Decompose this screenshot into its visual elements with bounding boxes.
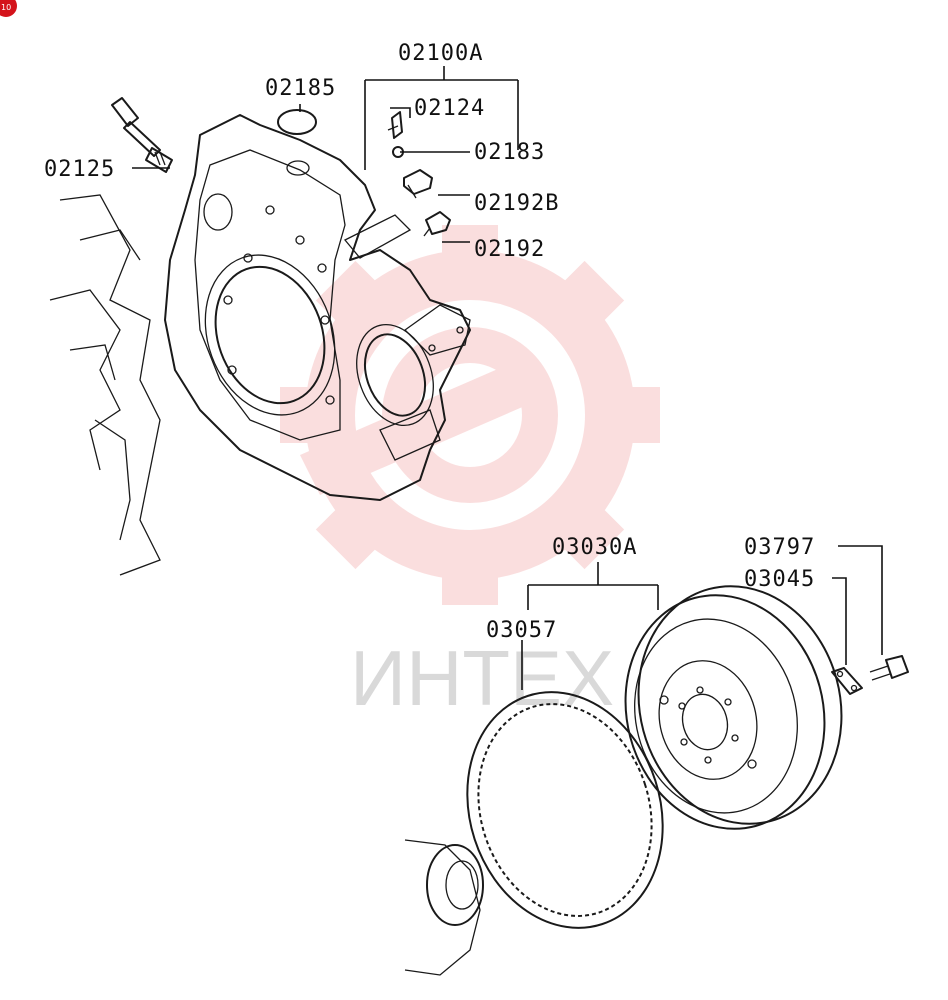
label-02185: 02185 [265, 76, 336, 101]
bolt-03797 [869, 655, 909, 681]
leader-lines [132, 66, 883, 690]
label-02192B: 02192B [474, 191, 559, 216]
badge-text: 10 [1, 3, 11, 12]
ring-gear [466, 691, 664, 929]
plug-02185 [277, 109, 317, 135]
sensor-02125 [111, 97, 173, 173]
label-02124: 02124 [414, 96, 485, 121]
flywheel [624, 585, 843, 830]
plate-03045 [831, 667, 863, 695]
label-03797: 03797 [744, 535, 815, 560]
label-03057: 03057 [486, 618, 557, 643]
crankshaft [404, 839, 484, 976]
label-02100A: 02100A [398, 41, 483, 66]
corner-badge: 10 [0, 0, 17, 17]
label-02125: 02125 [44, 157, 115, 182]
flywheel-housing [164, 114, 471, 501]
label-02192: 02192 [474, 237, 545, 262]
bolt-02192B [403, 169, 433, 199]
label-02183: 02183 [474, 140, 545, 165]
bolt-02192 [423, 211, 451, 237]
watermark-text: ИНТЕХ [350, 634, 614, 722]
callout-labels: 02100A 02185 02124 02183 02125 02192B 02… [44, 41, 815, 643]
label-03045: 03045 [744, 567, 815, 592]
engine-block [49, 194, 161, 576]
clip-02124 [387, 111, 403, 139]
label-03030A: 03030A [552, 535, 637, 560]
